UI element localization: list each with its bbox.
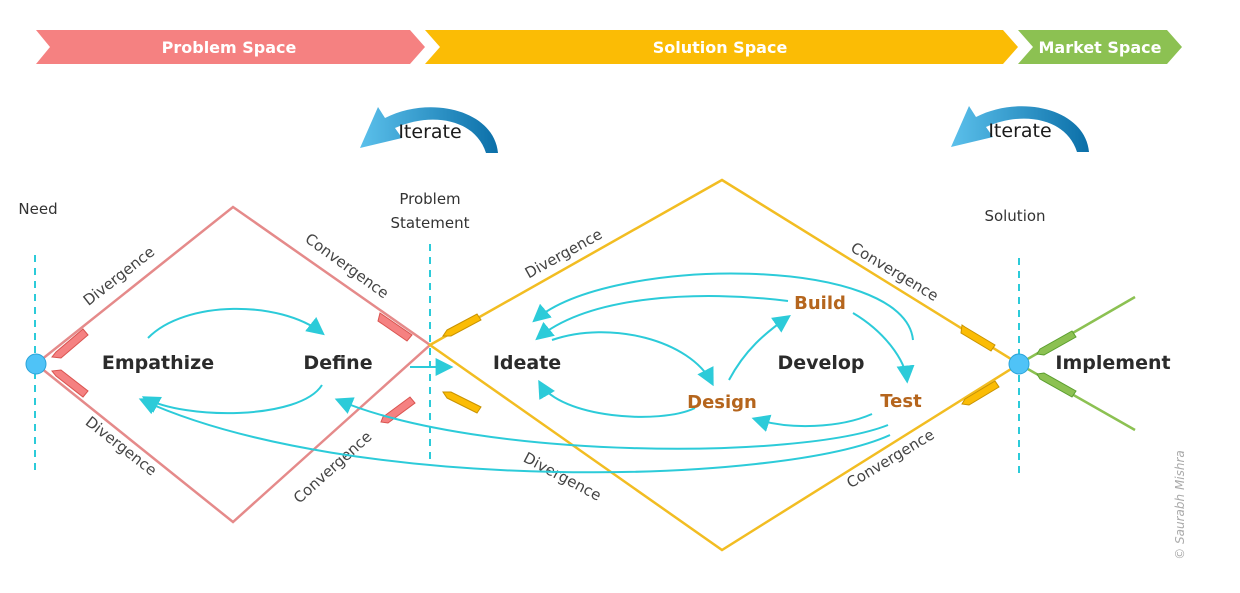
- iterate-arrow-left: Iterate: [360, 107, 498, 153]
- pencil-icon: [377, 312, 413, 342]
- solution-space-label: Solution Space: [653, 38, 788, 57]
- pencil-icon: [442, 391, 482, 414]
- curved-arrow-icon: [951, 106, 1089, 152]
- stage-implement: Implement: [1055, 352, 1170, 374]
- pencil-icon: [51, 328, 89, 359]
- edge-label-solution-upper-right: Convergence: [848, 239, 942, 305]
- stage-define: Define: [303, 352, 372, 374]
- edge-label-problem-lower-left: Divergence: [82, 413, 160, 480]
- flow-test-to-ideate-outer: [532, 272, 914, 341]
- stage-ideate: Ideate: [493, 352, 561, 374]
- need-label: Need: [18, 200, 57, 218]
- edge-label-problem-lower-right: Convergence: [290, 428, 376, 508]
- problem-space-label: Problem Space: [162, 38, 297, 57]
- need-node: [25, 353, 47, 375]
- solution-node: [1008, 353, 1030, 375]
- solution-label: Solution: [984, 207, 1045, 225]
- substage-test: Test: [880, 391, 922, 412]
- flow-empathize-to-define: [147, 307, 325, 339]
- pencil-icon: [1036, 372, 1077, 398]
- pencil-icon: [51, 369, 89, 398]
- stage-develop: Develop: [777, 352, 864, 374]
- pencil-icon: [442, 313, 482, 337]
- flow-design-to-build: [728, 314, 791, 381]
- flow-define-to-empathize: [141, 384, 323, 415]
- curved-arrow-icon: [360, 107, 498, 153]
- flow-arrows: [138, 272, 915, 474]
- pencil-icon: [1036, 330, 1077, 356]
- pencil-icon: [961, 380, 1000, 406]
- substage-design: Design: [687, 392, 757, 413]
- substage-build: Build: [794, 293, 846, 314]
- stage-empathize: Empathize: [102, 352, 214, 374]
- problem-statement-line2: Statement: [391, 214, 470, 232]
- flow-design-to-ideate: [538, 379, 696, 418]
- market-space-label: Market Space: [1039, 38, 1162, 57]
- flow-test-to-empathize: [138, 397, 891, 474]
- market-space-banner: Market Space: [1018, 30, 1182, 64]
- flow-test-to-define: [334, 397, 889, 450]
- edge-label-solution-lower-right: Convergence: [843, 426, 937, 492]
- iterate-label-left: Iterate: [398, 121, 461, 143]
- problem-statement-line1: Problem: [399, 190, 460, 208]
- credit-watermark: © Saurabh Mishra: [1173, 450, 1187, 560]
- pencil-icon: [960, 324, 996, 352]
- solution-space-banner: Solution Space: [425, 30, 1018, 64]
- flow-build-to-test: [852, 312, 915, 384]
- flow-ideate-to-design: [551, 331, 714, 387]
- flow-test-to-design: [751, 413, 873, 432]
- iterate-label-right: Iterate: [988, 120, 1051, 142]
- edge-label-solution-lower-left: Divergence: [520, 449, 604, 505]
- iterate-arrow-right: Iterate: [951, 106, 1089, 152]
- flow-build-to-ideate: [535, 295, 789, 341]
- problem-space-banner: Problem Space: [36, 30, 425, 64]
